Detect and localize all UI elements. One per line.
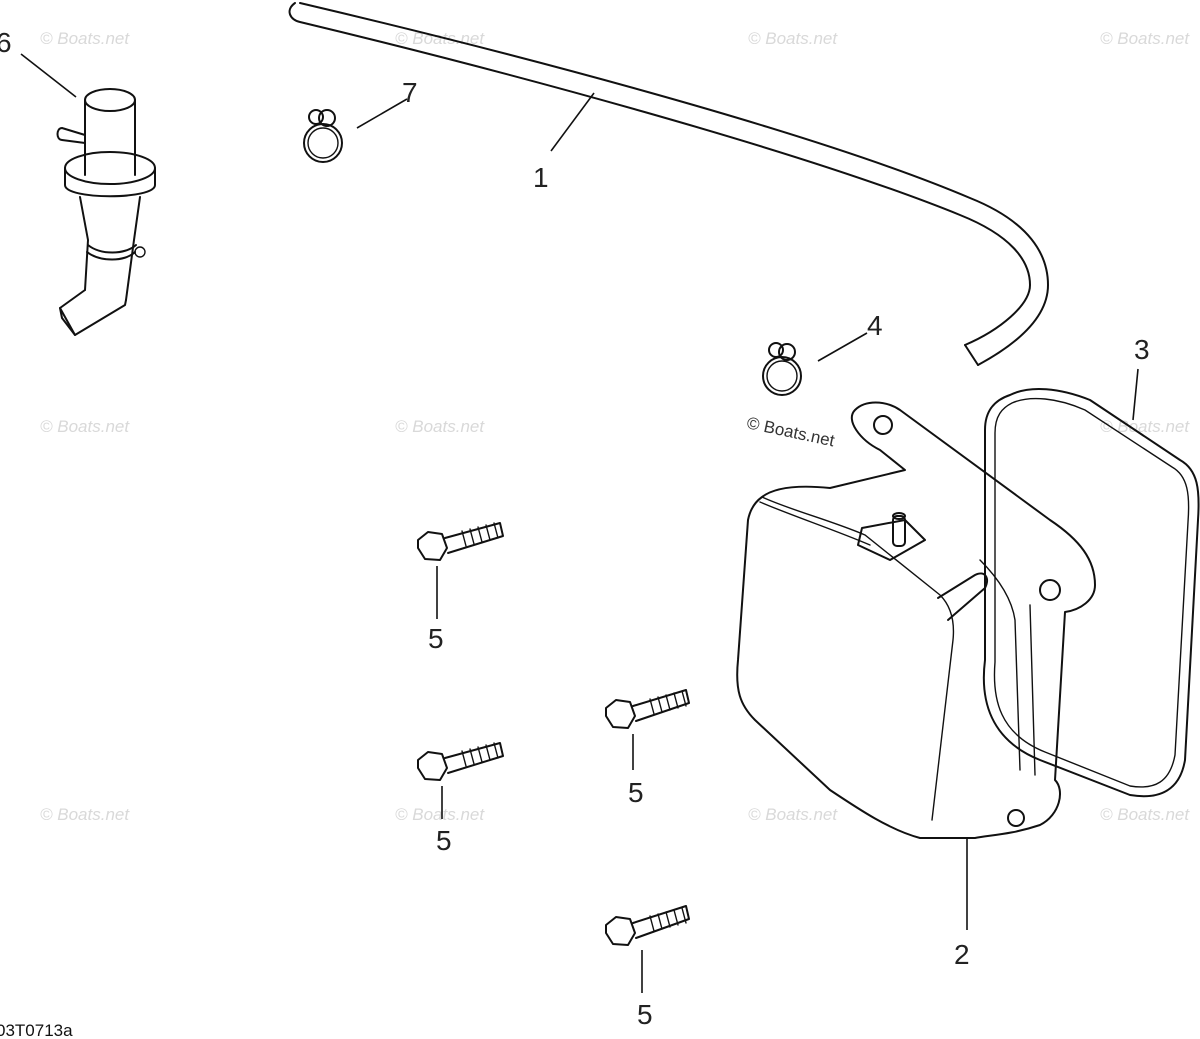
leader-line	[817, 332, 868, 362]
callout-2: 2	[954, 939, 970, 970]
watermark: © Boats.net	[40, 29, 130, 48]
watermark: © Boats.net	[1100, 417, 1190, 436]
screw-d	[605, 905, 690, 946]
callout-5: 5	[436, 825, 452, 856]
watermark: © Boats.net	[1100, 805, 1190, 824]
gasket	[982, 387, 1200, 798]
leader-line	[1132, 368, 1139, 421]
watermark: © Boats.net	[748, 29, 838, 48]
watermark: © Boats.net	[40, 417, 130, 436]
watermark: © Boats.net	[748, 805, 838, 824]
clamp-right	[762, 342, 802, 396]
callout-5: 5	[628, 777, 644, 808]
watermarks: © Boats.net © Boats.net © Boats.net © Bo…	[40, 29, 1190, 824]
screw-a	[417, 522, 504, 561]
leader-line	[356, 98, 408, 129]
callout-4: 4	[867, 310, 883, 341]
callout-5: 5	[428, 623, 444, 654]
callout-3: 3	[1134, 334, 1150, 365]
leader-line	[20, 53, 77, 98]
valve-cover	[736, 401, 1096, 839]
watermark: © Boats.net	[1100, 29, 1190, 48]
watermark: © Boats.net	[395, 805, 485, 824]
callout-6: 6	[0, 27, 12, 58]
watermark: © Boats.net	[395, 417, 485, 436]
watermark: © Boats.net	[40, 805, 130, 824]
watermark: © Boats.net	[745, 413, 836, 450]
screw-c	[605, 689, 690, 729]
leader-line	[550, 92, 595, 152]
callout-5: 5	[637, 999, 653, 1030]
hose	[288, 2, 1049, 366]
breather-valve	[56, 88, 156, 336]
clamp-left	[303, 109, 343, 163]
screw-b	[417, 742, 504, 781]
callout-7: 7	[402, 77, 418, 108]
callout-1: 1	[533, 162, 549, 193]
diagram-code: 03T0713a	[0, 1021, 73, 1039]
